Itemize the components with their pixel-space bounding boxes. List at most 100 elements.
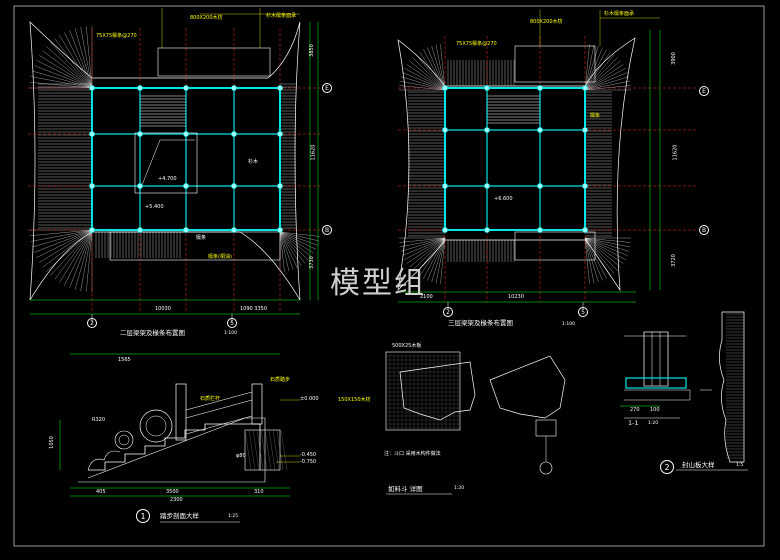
fan-rafter	[402, 72, 446, 91]
fan-rafter	[584, 44, 590, 91]
hatch-line	[276, 429, 284, 471]
fan-rafter	[279, 231, 318, 246]
column-marker	[137, 131, 143, 137]
fan-rafter	[584, 237, 590, 284]
fan-rafter	[39, 55, 93, 89]
fan-rafter	[584, 237, 611, 277]
fan-rafter	[435, 44, 446, 91]
fan-rafter	[80, 229, 93, 291]
section-scale: 1:20	[648, 421, 659, 426]
left-plan	[28, 8, 320, 322]
fan-rafter	[584, 45, 599, 91]
bracket-note-main: 注：斗口 采用木构件做法	[384, 451, 441, 457]
fan-rafter	[584, 47, 603, 91]
fan-rafter	[59, 229, 93, 283]
fan-rafter	[409, 237, 446, 268]
right-grid-axes	[398, 36, 698, 302]
fan-rafter	[427, 237, 446, 281]
fan-rafter	[584, 237, 607, 279]
fan-rafter	[34, 65, 93, 89]
fan-rafter	[59, 35, 93, 89]
fan-rafter	[399, 237, 446, 248]
fan-rafter	[50, 42, 93, 89]
stair-note-radius: R320	[92, 417, 106, 423]
fan-rafter	[54, 38, 93, 89]
stair-slab	[87, 417, 266, 482]
left-dim-bottom-2: 1090 3350	[240, 306, 268, 312]
fan-rafter	[42, 229, 93, 268]
stair-level-3: -0.750	[300, 459, 317, 465]
left-level-1: +4.700	[158, 176, 177, 182]
hatch-line	[280, 429, 288, 471]
column-marker	[582, 85, 588, 91]
right-grid-bubble-B: B	[699, 225, 709, 235]
left-note-oil: 檩条(桐油)	[208, 254, 232, 260]
column-marker	[582, 227, 588, 233]
fan-rafter	[435, 237, 446, 284]
left-dim-bottom: 10030	[155, 306, 171, 312]
fan-rafter	[584, 49, 607, 91]
fan-rafter	[32, 70, 93, 89]
stair-post-right	[251, 383, 263, 425]
section-title: 1-1	[628, 419, 639, 427]
fan-rafter	[584, 237, 628, 256]
stair-level-2: -0.450	[300, 452, 317, 458]
column-marker	[537, 183, 543, 189]
right-plan	[397, 10, 698, 310]
right-columns	[442, 85, 588, 233]
fan-rafter	[440, 44, 446, 91]
column-marker	[137, 183, 143, 189]
fan-rafter	[423, 49, 446, 91]
stair-note-step: 石质踏步	[270, 377, 291, 383]
left-grid-bubble-2: 2	[87, 318, 97, 328]
stair-note-railing: 石质栏杆	[200, 396, 221, 402]
fan-rafter	[584, 237, 595, 284]
fan-rafter	[399, 80, 446, 91]
bracket-grid	[386, 354, 460, 430]
fan-rafter	[400, 76, 446, 91]
fan-rafter	[64, 229, 93, 286]
fan-rafter	[46, 229, 93, 272]
fan-rafter	[412, 237, 446, 271]
gable-board-outline	[719, 311, 745, 463]
stair-dim-bottom-total: 2300	[170, 497, 183, 503]
stair-ornament-small	[114, 430, 134, 450]
right-walkway	[514, 45, 596, 83]
fan-rafter	[415, 54, 446, 91]
right-note-rafter: 75X75椽条@270	[456, 41, 497, 47]
fan-rafter	[30, 82, 93, 89]
stair-detail-bubble: 1	[136, 509, 150, 523]
column-marker	[484, 85, 490, 91]
fan-rafter	[86, 229, 93, 292]
fan-rafter	[584, 60, 621, 91]
bracket-detail	[385, 351, 566, 495]
fan-rafter	[584, 237, 631, 248]
left-note-beam: 檩条	[196, 235, 207, 241]
column-marker	[183, 85, 189, 91]
left-dim-right-3: 3730	[308, 256, 315, 269]
column-marker	[183, 227, 189, 233]
stair-dim-bottom-right: 310	[254, 489, 264, 495]
fan-rafter	[74, 229, 93, 290]
right-plan-title: 三层梁架及椽条布置图	[448, 319, 513, 327]
column-marker	[582, 127, 588, 133]
fan-rafter	[74, 28, 93, 89]
stair-section-detail	[59, 353, 300, 523]
fan-rafter	[34, 229, 93, 253]
left-dim-right-2: 11620	[310, 144, 317, 161]
fan-rafter	[80, 27, 93, 89]
bracket-note-board: 500X25木板	[392, 343, 422, 349]
left-stair-line	[139, 139, 195, 191]
left-columns	[89, 85, 283, 233]
column-marker	[582, 183, 588, 189]
column-marker	[231, 227, 237, 233]
fan-rafter	[406, 64, 446, 91]
fan-rafter	[409, 60, 446, 91]
left-walkway	[157, 47, 271, 77]
hatch-line	[260, 429, 268, 471]
fan-rafter	[584, 51, 611, 91]
stair-level-1: ±0.000	[300, 396, 319, 402]
fan-rafter	[412, 57, 446, 91]
left-walkway-bottom	[109, 231, 281, 261]
